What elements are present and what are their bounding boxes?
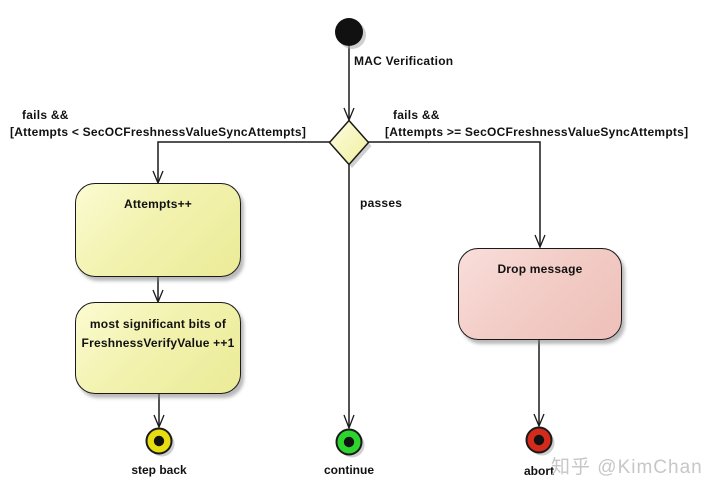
activity-msb-line2: FreshnessVerifyValue ++1	[81, 336, 235, 350]
edge-decision-to-drop	[368, 141, 541, 245]
activity-attempts-label: Attempts++	[123, 197, 193, 211]
stepback-node-dot	[153, 435, 165, 447]
activity-msb-line1: most significant bits of	[89, 317, 227, 331]
arrowhead-into-stepback	[153, 414, 165, 429]
arrowhead-into-continue	[343, 414, 355, 430]
edge-label-left-guard-line1: fails &&	[22, 108, 69, 122]
zhihu-watermark: 知乎 @KimChan	[551, 457, 703, 478]
activity-msb: most significant bits of FreshnessVerify…	[75, 302, 241, 394]
edge-label-passes: passes	[360, 196, 403, 210]
edge-label-mac-verification: MAC Verification	[354, 54, 454, 68]
edge-label-left-guard-line2: [Attempts < SecOCFreshnessValueSyncAttem…	[10, 125, 307, 139]
terminal-label-continue: continue	[324, 463, 374, 477]
activity-drop-message-label: Drop message	[497, 262, 583, 276]
decision-diamond	[328, 119, 370, 166]
edge-label-right-guard-line2: [Attempts >= SecOCFreshnessValueSyncAtte…	[385, 125, 689, 139]
edge-decision-to-attempts	[157, 141, 330, 181]
activity-drop-message: Drop message	[458, 248, 622, 340]
continue-node-dot	[343, 436, 355, 448]
terminal-label-abort: abort	[524, 464, 554, 478]
activity-attempts: Attempts++	[75, 183, 241, 277]
edge-label-right-guard-line1: fails &&	[393, 108, 440, 122]
arrowhead-into-drop	[534, 234, 546, 249]
terminal-label-step-back: step back	[131, 463, 187, 477]
abort-node-dot	[533, 434, 545, 446]
initial-node	[335, 18, 363, 46]
arrowhead-into-abort	[533, 413, 545, 428]
